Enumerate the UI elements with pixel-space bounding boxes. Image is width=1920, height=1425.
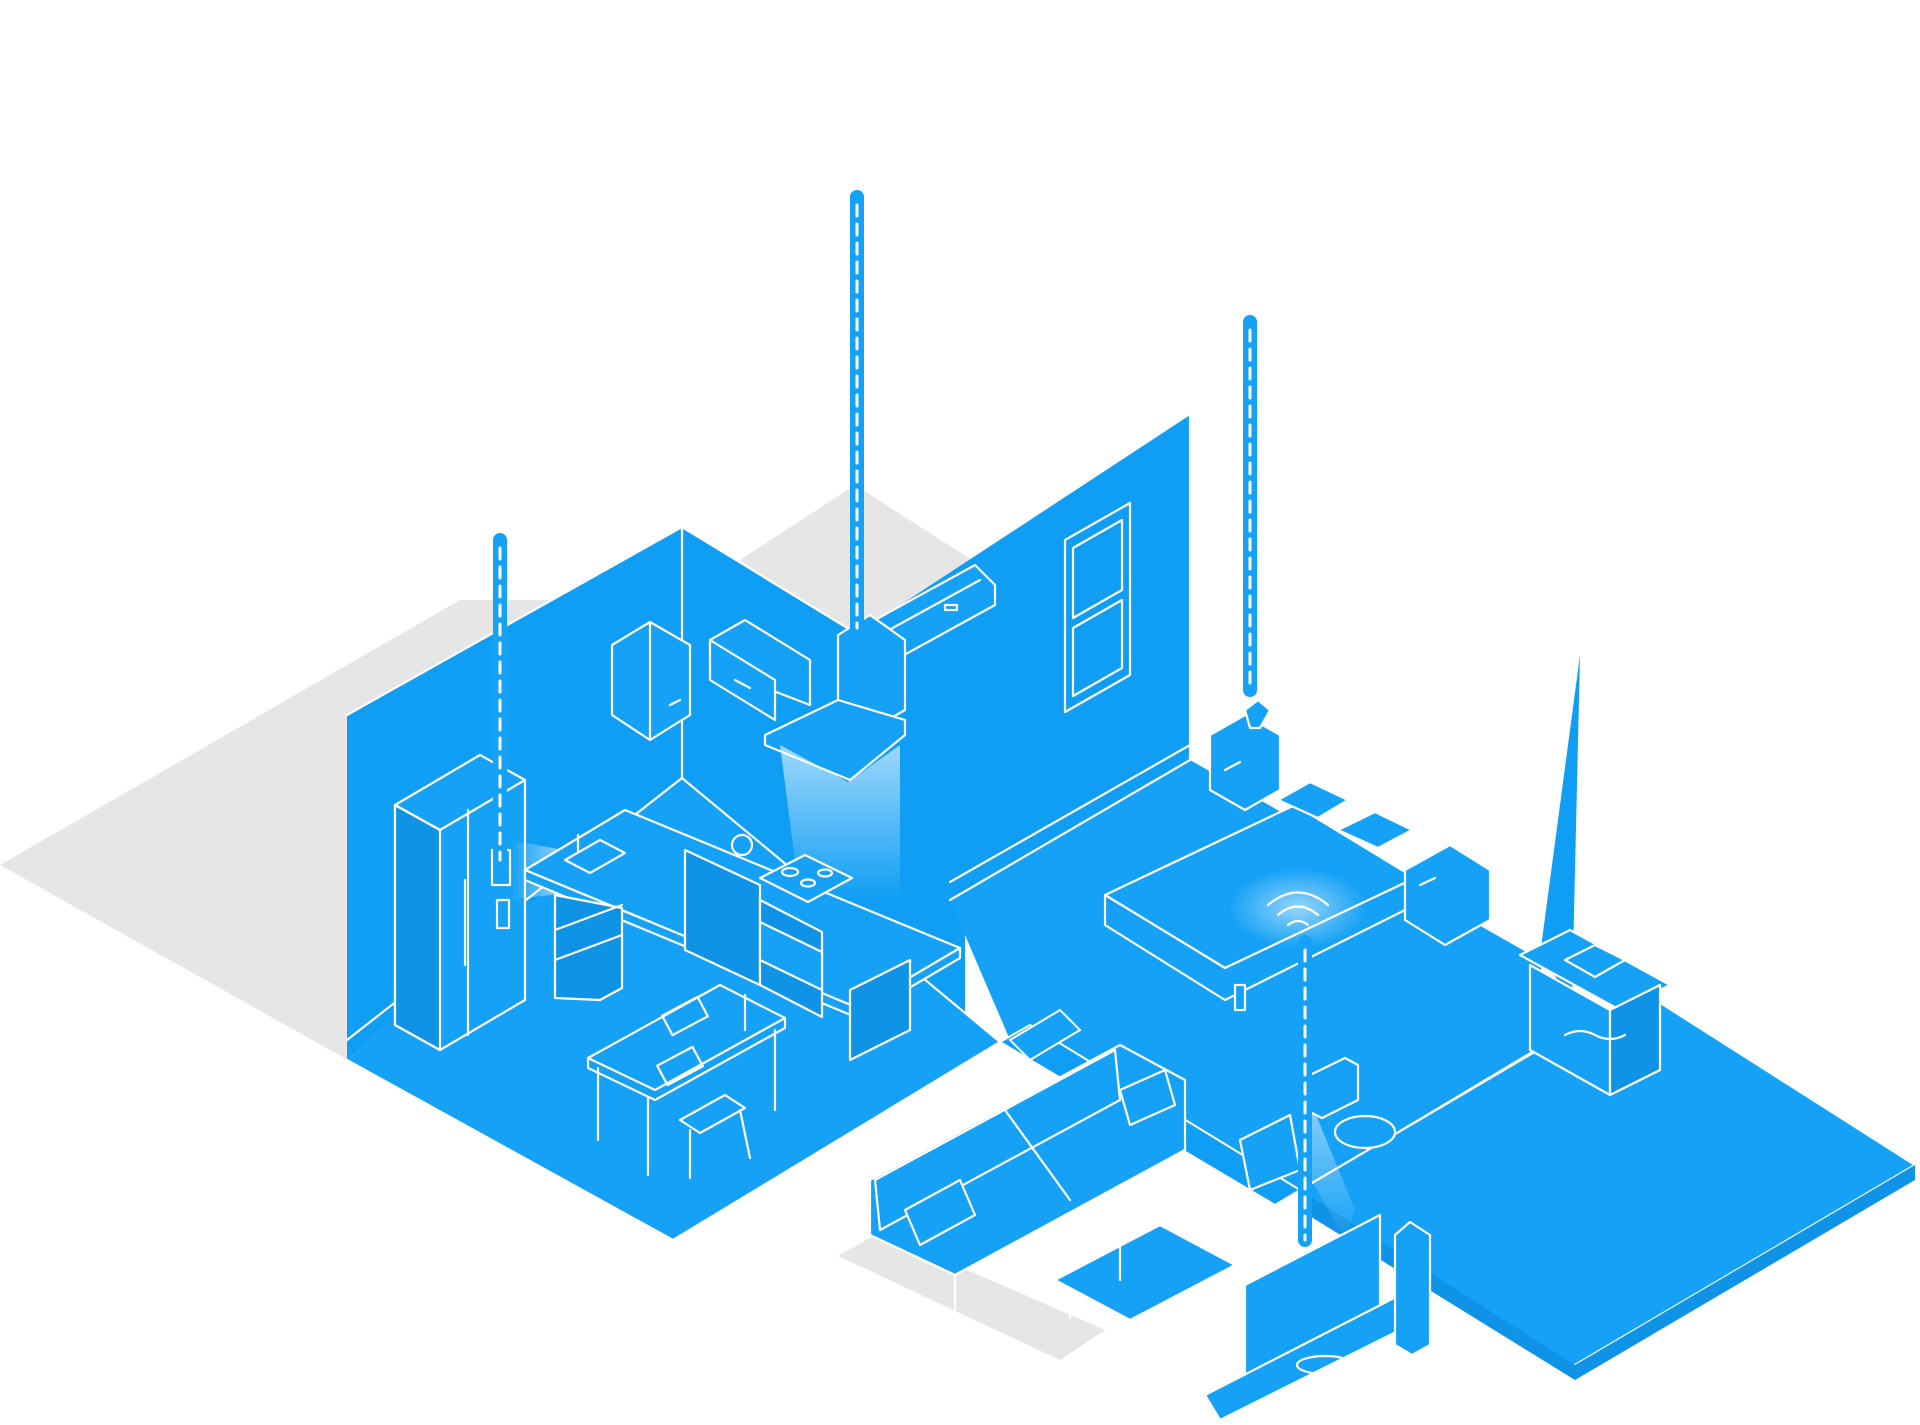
living-back-wall: [870, 415, 1190, 900]
coffee-table: [1053, 1223, 1237, 1347]
tv-stand: [1203, 1100, 1432, 1422]
bathroom-floor: [1300, 990, 1915, 1380]
wall-pictures: [1258, 563, 1714, 997]
wifi-icon: [1228, 868, 1368, 948]
dining-table: [586, 983, 787, 1180]
sofa: [868, 1043, 1187, 1312]
bathroom-vanity: [1518, 928, 1672, 1097]
living-room: [870, 413, 1550, 1207]
toilet: [1238, 1056, 1397, 1192]
kitchen-counter: [523, 808, 962, 1062]
sensor-pole-icon: [493, 190, 1312, 1247]
window: [1063, 501, 1132, 714]
upper-cabinets: [610, 618, 812, 742]
